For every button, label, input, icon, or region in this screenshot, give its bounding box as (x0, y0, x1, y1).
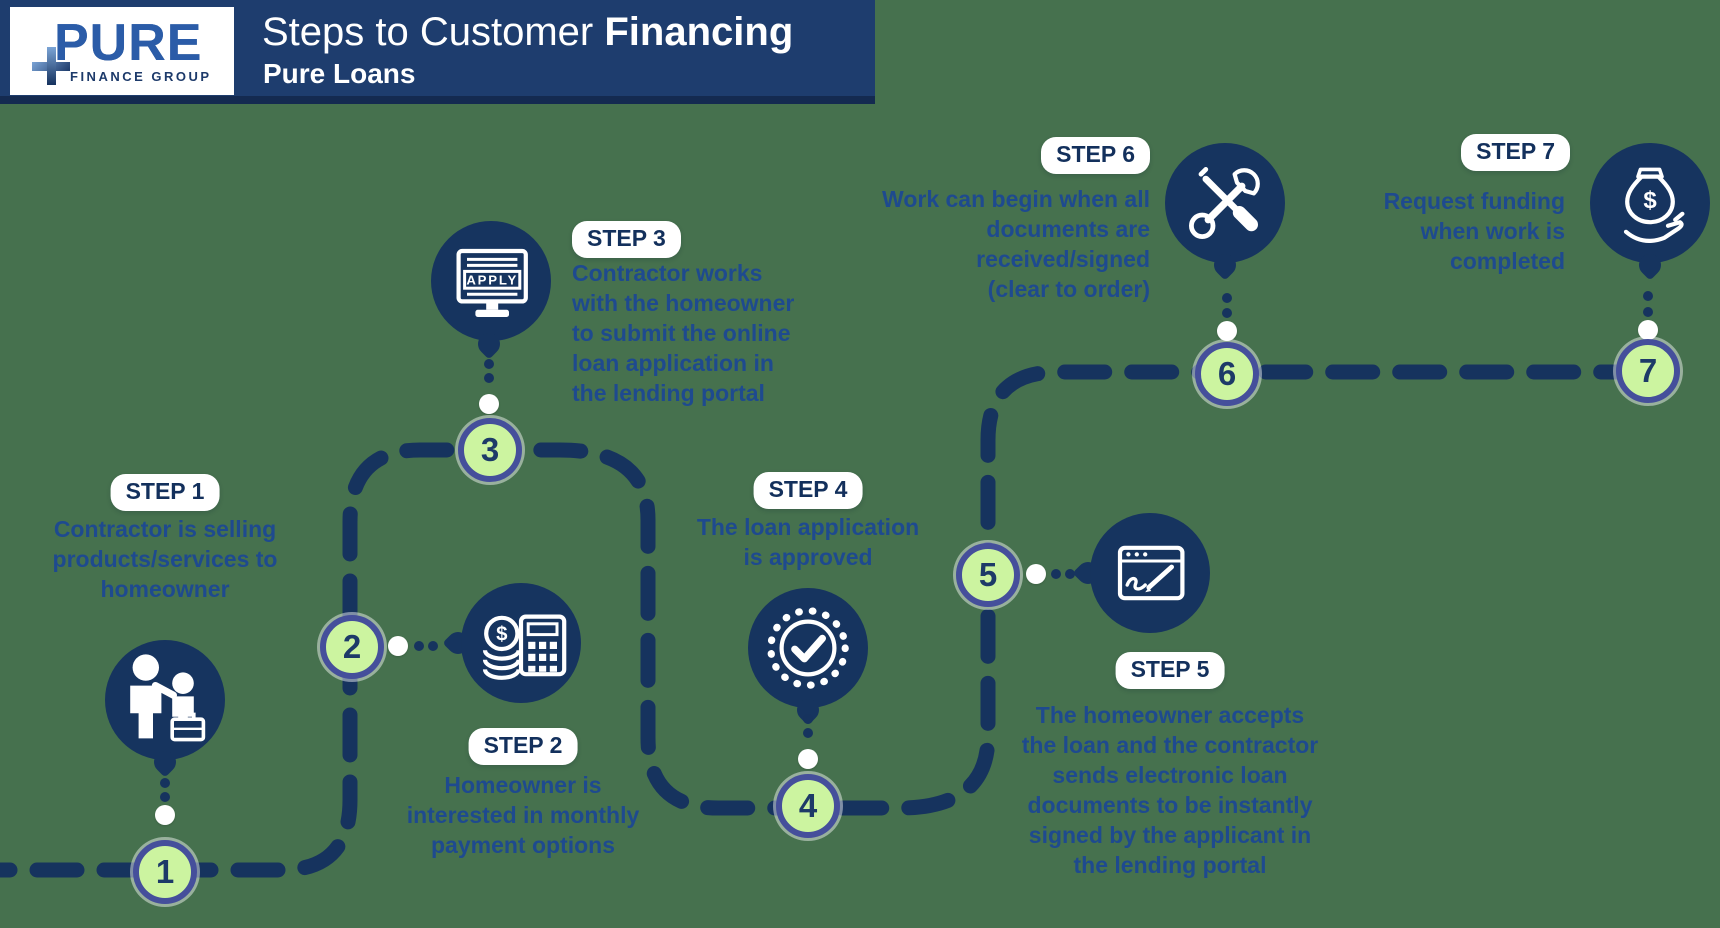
trail-dot-white (1638, 320, 1658, 340)
coins-calculator-icon: $ (461, 583, 581, 703)
logo-mark: PURE (32, 13, 203, 85)
trail-dot-white (1026, 564, 1046, 584)
title-emphasis: Financing (604, 10, 794, 54)
trail-dot (1051, 569, 1061, 579)
page-subtitle: Pure Loans (263, 58, 416, 89)
step-1-badge: STEP 1 (110, 474, 220, 511)
step-1-number-circle: 1 (133, 840, 197, 904)
step-6-badge: STEP 6 (1041, 137, 1150, 174)
step-1-description: Contractor is selling products/services … (52, 516, 278, 602)
trail-dot-white (155, 805, 175, 825)
plus-icon (32, 47, 70, 85)
title-prefix: Steps to Customer (262, 10, 605, 54)
step-7-badge: STEP 7 (1461, 134, 1570, 171)
step-5-description: The homeowner accepts the loan and the c… (1021, 702, 1319, 878)
trail-dot-white (1217, 321, 1237, 341)
bag-dollar-glyph: $ (1643, 187, 1657, 214)
step-4-badge: STEP 4 (753, 472, 863, 509)
trail-dot (1065, 569, 1075, 579)
funding-hand-icon: $ (1590, 143, 1710, 263)
trail-dot (160, 778, 170, 788)
trail-dot (428, 641, 438, 651)
page-title: Steps to Customer Financing (262, 10, 793, 55)
trail-dot (1222, 293, 1232, 303)
logo-box: PURE FINANCE GROUP (10, 7, 234, 95)
step-3-description: Contractor works with the homeowner to s… (572, 260, 795, 406)
step-4-description: The loan application is approved (696, 514, 920, 570)
trail-dot-white (388, 636, 408, 656)
approved-seal-icon (748, 588, 868, 708)
step-6-description: Work can begin when all documents are re… (882, 186, 1150, 302)
apply-label: APPLY (466, 273, 518, 288)
step-7-number-circle: 7 (1616, 339, 1680, 403)
step-2-description: Homeowner is interested in monthly payme… (406, 772, 640, 858)
salesperson-customer-icon (105, 640, 225, 760)
trail-dot-white (798, 749, 818, 769)
step-2-badge: STEP 2 (468, 728, 578, 765)
logo-tagline: FINANCE GROUP (70, 69, 212, 84)
coin-dollar-glyph: $ (496, 624, 508, 646)
step-2-number-circle: 2 (320, 615, 384, 679)
step-4-number-circle: 4 (776, 774, 840, 838)
trail-dot (1643, 291, 1653, 301)
esignature-icon (1090, 513, 1210, 633)
logo-brand: PURE (54, 14, 203, 72)
trail-dot (484, 359, 494, 369)
step-5-number-circle: 5 (956, 543, 1020, 607)
step-3-badge: STEP 3 (572, 221, 681, 258)
trail-dot (484, 373, 494, 383)
trail-dot (414, 641, 424, 651)
trail-dot (803, 728, 813, 738)
trail-dot (160, 792, 170, 802)
step-6-number-circle: 6 (1195, 342, 1259, 406)
trail-dot-white (479, 394, 499, 414)
tools-icon (1165, 143, 1285, 263)
trail-dot (803, 714, 813, 724)
apply-monitor-icon: APPLY (431, 221, 551, 341)
trail-dot (1222, 308, 1232, 318)
step-3-number-circle: 3 (458, 418, 522, 482)
step-7-description: Request funding when work is completed (1383, 188, 1565, 274)
trail-dot (1643, 307, 1653, 317)
step-5-badge: STEP 5 (1115, 652, 1225, 689)
